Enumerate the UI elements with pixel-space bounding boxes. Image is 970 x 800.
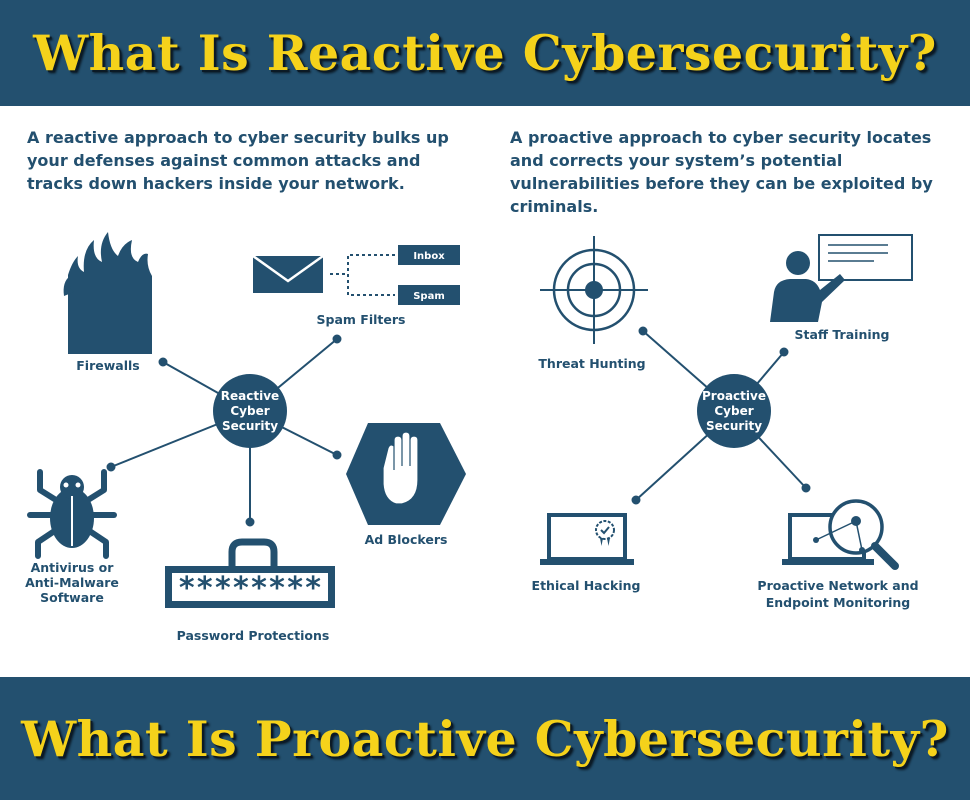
antivirus-label-line-1: Antivirus or xyxy=(31,560,115,575)
bottom-banner: What Is Proactive Cybersecurity? xyxy=(0,677,970,800)
bug-icon xyxy=(27,469,117,559)
ethical-hacking-label: Ethical Hacking xyxy=(532,578,641,593)
top-banner-title: What Is Reactive Cybersecurity? xyxy=(33,24,937,82)
reactive-description: A reactive approach to cyber security bu… xyxy=(27,128,449,193)
envelope-icon xyxy=(252,254,324,293)
threat-hunting-label: Threat Hunting xyxy=(538,356,645,371)
stop-hand-icon xyxy=(346,423,466,525)
top-banner: What Is Reactive Cybersecurity? xyxy=(0,0,970,106)
spam-label: Spam xyxy=(413,291,445,302)
proactive-hub-line-1: Proactive xyxy=(702,389,766,403)
monitoring-label-line-2: Endpoint Monitoring xyxy=(766,595,911,610)
security-diagram: Reactive Cyber Security Firewalls Inbox … xyxy=(25,232,919,643)
reactive-hub-line-1: Reactive xyxy=(221,389,279,403)
password-protections-label: Password Protections xyxy=(177,628,330,643)
proactive-description: A proactive approach to cyber security l… xyxy=(510,128,933,216)
proactive-hub-line-3: Security xyxy=(706,419,762,433)
spam-filters-label: Spam Filters xyxy=(317,312,406,327)
crosshair-icon xyxy=(540,236,648,344)
inbox-tag: Inbox xyxy=(398,245,460,265)
spam-tag: Spam xyxy=(398,285,460,305)
password-field-icon: ******** xyxy=(165,538,335,608)
staff-training-label: Staff Training xyxy=(795,327,890,342)
magnifier-network-icon xyxy=(782,499,899,570)
reactive-hub: Reactive Cyber Security xyxy=(213,374,287,448)
laptop-certificate-icon xyxy=(540,513,634,565)
proactive-hub: Proactive Cyber Security xyxy=(697,374,771,448)
fire-icon xyxy=(63,232,152,354)
antivirus-label-line-2: Anti-Malware xyxy=(25,575,119,590)
password-mask: ******** xyxy=(178,571,323,606)
ad-blockers-label: Ad Blockers xyxy=(365,532,448,547)
monitoring-label-line-1: Proactive Network and xyxy=(757,578,918,593)
antivirus-label-line-3: Software xyxy=(40,590,104,605)
filter-lines xyxy=(330,254,395,296)
proactive-hub-line-2: Cyber xyxy=(714,404,753,418)
presenter-icon xyxy=(770,234,913,322)
reactive-hub-line-2: Cyber xyxy=(230,404,269,418)
reactive-hub-line-3: Security xyxy=(222,419,278,433)
bottom-banner-title: What Is Proactive Cybersecurity? xyxy=(21,709,949,768)
firewalls-label: Firewalls xyxy=(76,358,139,373)
inbox-label: Inbox xyxy=(413,251,445,262)
